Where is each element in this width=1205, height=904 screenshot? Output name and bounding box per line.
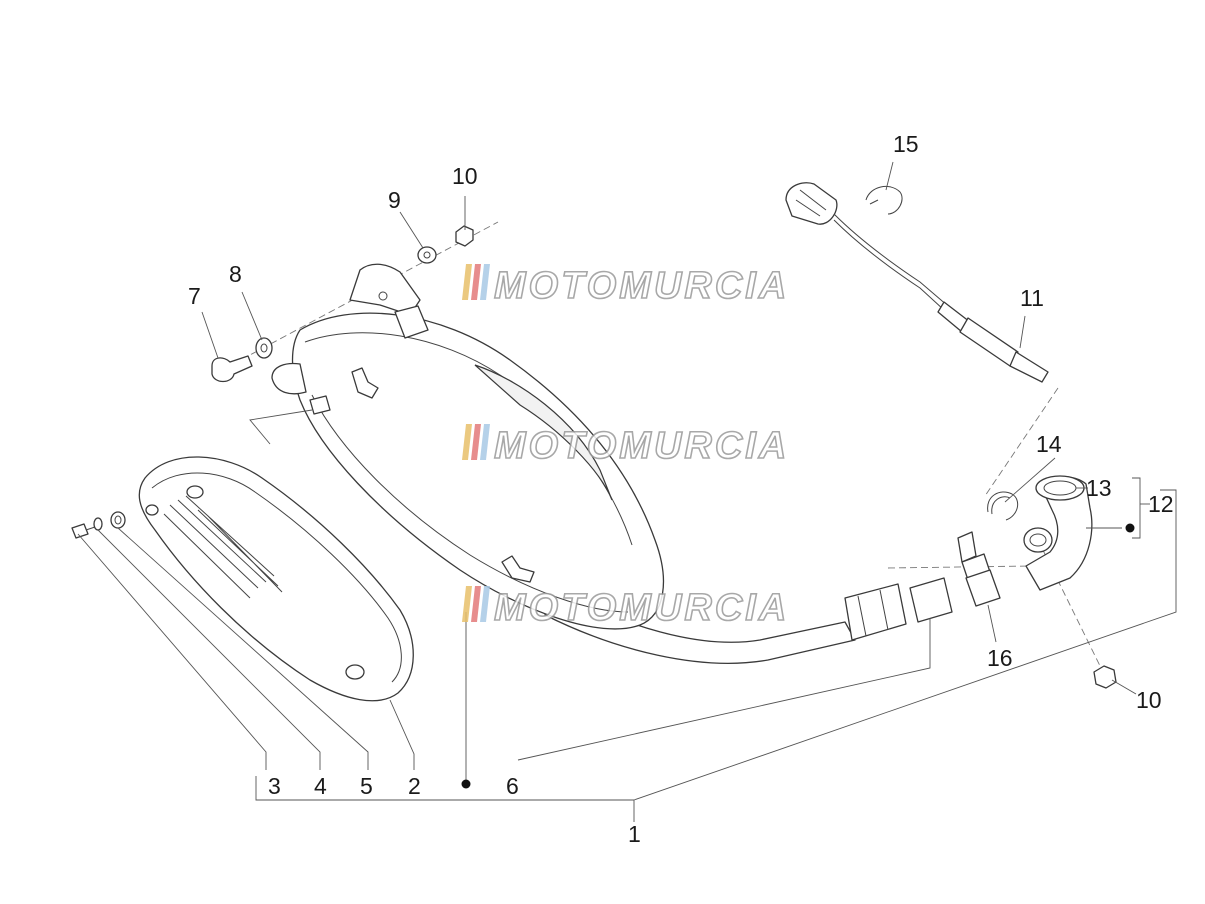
callout-6: 6: [506, 773, 519, 799]
callout-15: 15: [893, 131, 919, 157]
callout-3: 3: [268, 773, 281, 799]
heat-shield: [138, 456, 414, 702]
callout-14: 14: [1036, 431, 1062, 457]
callout-8: 8: [229, 261, 242, 287]
watermark-text: MOTOMURCIA: [494, 425, 789, 467]
callout-5: 5: [360, 773, 373, 799]
lambda-sensor: [785, 182, 1049, 383]
callout-16: 16: [987, 645, 1013, 671]
callout-4: 4: [314, 773, 327, 799]
callout-11: 11: [1020, 285, 1044, 311]
callout-7: 7: [188, 283, 201, 309]
callout-10-bottom: 10: [1136, 687, 1162, 713]
watermark-text: MOTOMURCIA: [494, 265, 789, 307]
watermark-text: MOTOMURCIA: [494, 587, 789, 629]
callout-13: 13: [1086, 475, 1112, 501]
leader-lines: [77, 161, 1177, 822]
callout-2: 2: [408, 773, 421, 799]
callout-numbers: 1 2 3 4 5 6 7 8 9 10 11 12 13 14 15 16 1…: [188, 131, 1174, 847]
watermark-logo: MOTOMURCIA MOTOMURCIA MOTOMURCIA: [462, 264, 789, 630]
callout-12: 12: [1148, 491, 1174, 517]
callout-10-top: 10: [452, 163, 478, 189]
muffler-body: [271, 263, 907, 664]
callout-1: 1: [628, 821, 641, 847]
hardware: [71, 185, 1117, 689]
callout-9: 9: [388, 187, 401, 213]
